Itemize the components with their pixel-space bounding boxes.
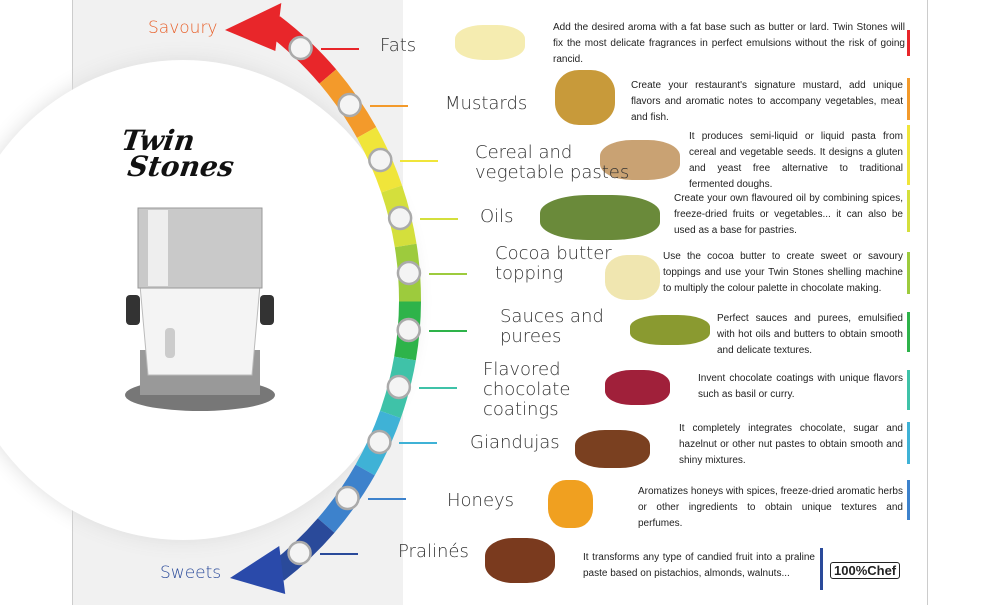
step-marker-giandujas (367, 429, 392, 455)
step-marker-pralines (287, 540, 312, 566)
connector-line (420, 218, 459, 220)
item-description: It produces semi-liquid or liquid pasta … (689, 131, 903, 190)
item-description: It completely integrates chocolate, suga… (679, 423, 903, 466)
item-description: Add the desired aroma with a fat base su… (553, 22, 905, 65)
step-marker-fats (288, 35, 313, 61)
cocoa-image (605, 255, 660, 300)
connector-line (428, 273, 467, 275)
item-label: Sauces and purees (500, 306, 604, 347)
step-marker-honeys (335, 485, 360, 511)
step-marker-mustards (337, 92, 362, 118)
color-bar (907, 252, 910, 294)
item-description: Aromatizes honeys with spices, freeze-dr… (638, 486, 903, 529)
sauces-image (630, 315, 710, 345)
connector-line (418, 387, 457, 389)
item-description: Create your restaurant's signature musta… (631, 80, 903, 123)
100-chef-badge: 100%Chef (830, 562, 901, 579)
color-bar (907, 312, 910, 352)
item-label: Honeys (447, 490, 515, 511)
fats-image (455, 25, 525, 60)
color-bar (907, 190, 910, 232)
item-label: Cereal and vegetable pastes (475, 142, 630, 183)
oils-image (540, 195, 660, 240)
connector-line (320, 48, 359, 50)
honeys-image (548, 480, 593, 528)
item-label: Cocoa butter topping (495, 243, 612, 284)
frame-right (927, 0, 928, 605)
item-label: Oils (480, 206, 514, 227)
arrow-head-top (225, 3, 282, 51)
item-label: Flavored chocolate coatings (483, 359, 571, 420)
item-description: Create your own flavoured oil by combini… (674, 193, 903, 236)
item-description: Perfect sauces and purees, emulsified wi… (717, 313, 903, 356)
machine-image (125, 207, 275, 411)
cereal-image (600, 140, 680, 180)
coatings-image (605, 370, 670, 405)
item-label: Pralinés (398, 541, 469, 562)
color-bar (907, 30, 910, 56)
item-description: It transforms any type of candied fruit … (583, 552, 815, 579)
item-label: Fats (380, 35, 417, 56)
savoury-label: Savoury (148, 18, 218, 38)
giandujas-image (575, 430, 650, 468)
item-label: Giandujas (470, 432, 560, 453)
color-bar (907, 480, 910, 520)
sweets-label: Sweets (160, 563, 222, 583)
color-bar (907, 125, 910, 185)
color-bar (907, 422, 910, 464)
connector-line (428, 330, 467, 332)
item-label: Mustards (445, 93, 528, 114)
mustards-image (555, 70, 615, 125)
connector-line (319, 553, 358, 555)
arrow-head-bottom (230, 546, 286, 594)
pralines-image (485, 538, 555, 583)
connector-line (399, 442, 438, 444)
connector-line (400, 160, 439, 162)
step-marker-cereal (368, 147, 393, 173)
color-bar (820, 548, 823, 590)
step-marker-cocoa (396, 260, 422, 286)
item-description: Use the cocoa butter to create sweet or … (663, 251, 903, 294)
color-bar (907, 370, 910, 410)
step-marker-sauces (396, 317, 421, 343)
connector-line (369, 105, 408, 107)
item-description: Invent chocolate coatings with unique fl… (698, 373, 903, 400)
step-marker-oils (387, 205, 413, 231)
color-bar (907, 78, 910, 120)
connector-line (367, 498, 406, 500)
step-marker-coatings (386, 374, 412, 400)
